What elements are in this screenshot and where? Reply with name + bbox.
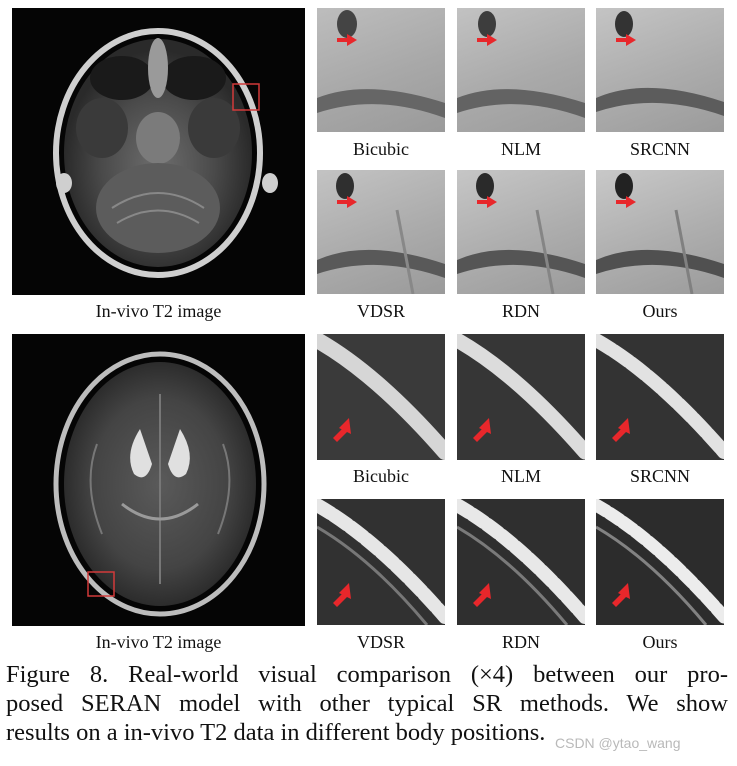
crop-top-ours — [596, 170, 724, 294]
brain-scan-bottom — [12, 334, 305, 626]
label-bottom-main: In-vivo T2 image — [95, 632, 222, 652]
crop-top-srcnn — [596, 8, 724, 132]
watermark: CSDN @ytao_wang — [555, 735, 681, 751]
caption-line: Figure 8. Real-world visual comparison (… — [6, 661, 728, 688]
crop-bottom-ours — [596, 499, 724, 625]
label-bottom-srcnn: SRCNN — [629, 466, 691, 486]
crop-top-bicubic — [317, 8, 445, 132]
crop-top-rdn — [457, 170, 585, 294]
caption-line: results on a in-vivo T2 data in differen… — [6, 719, 546, 746]
label-top-bicubic: Bicubic — [353, 139, 409, 159]
label-bottom-ours: Ours — [642, 632, 678, 652]
label-bottom-bicubic: Bicubic — [353, 466, 409, 486]
crop-top-vdsr — [317, 170, 445, 294]
label-top-vdsr: VDSR — [356, 301, 405, 321]
label-bottom-rdn: RDN — [501, 632, 540, 652]
label-bottom-nlm: NLM — [501, 466, 541, 486]
brain-scan-top — [12, 8, 305, 295]
label-top-ours: Ours — [642, 301, 678, 321]
label-top-nlm: NLM — [501, 139, 541, 159]
crop-bottom-nlm — [457, 334, 585, 460]
caption-line: posed SERAN model with other typical SR … — [6, 690, 728, 717]
label-top-main: In-vivo T2 image — [95, 301, 222, 321]
crop-bottom-rdn — [457, 499, 585, 625]
crop-top-nlm — [457, 8, 585, 132]
label-top-rdn: RDN — [501, 301, 540, 321]
label-bottom-vdsr: VDSR — [356, 632, 405, 652]
label-top-srcnn: SRCNN — [629, 139, 691, 159]
crop-bottom-srcnn — [596, 334, 724, 460]
crop-bottom-vdsr — [317, 499, 445, 625]
crop-bottom-bicubic — [317, 334, 445, 460]
figure-caption: Figure 8. Real-world visual comparison (… — [6, 660, 728, 747]
